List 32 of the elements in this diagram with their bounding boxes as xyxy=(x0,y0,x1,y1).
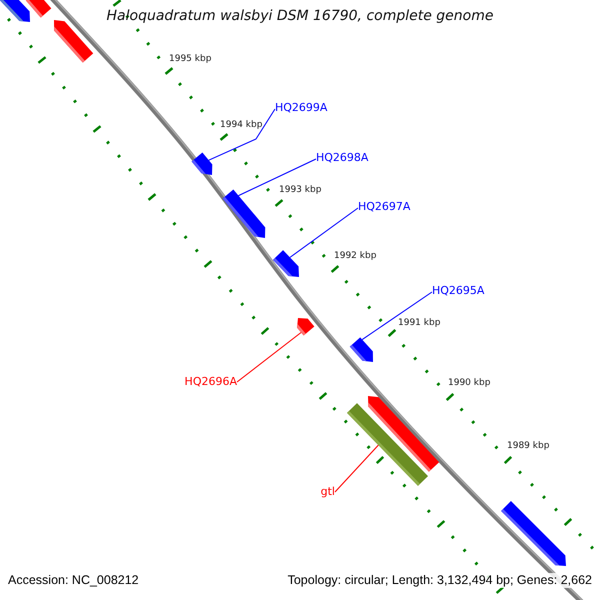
footer-text: Accession: NC_008212 xyxy=(8,573,139,588)
scale-label: 1993 kbp xyxy=(279,185,322,196)
footer-text: Topology: circular; Length: 3,132,494 bp; Genes: 2,662 xyxy=(288,573,592,588)
scale-label: 1995 kbp xyxy=(169,54,212,65)
gene-feature xyxy=(297,318,314,336)
scale-label: 1994 kbp xyxy=(220,120,262,131)
gene-feature xyxy=(501,501,566,566)
gene-feature xyxy=(192,152,212,175)
gene-label: HQ2697A xyxy=(358,200,410,214)
gene-feature xyxy=(0,0,30,22)
gene-label: HQ2695A xyxy=(432,284,484,298)
gene-feature xyxy=(222,190,266,238)
gene-label: HQ2699A xyxy=(275,101,328,114)
scale-label: 1991 kbp xyxy=(398,318,440,329)
leader-line xyxy=(238,158,316,196)
leader-line xyxy=(289,208,358,258)
scale-label: 1990 kbp xyxy=(448,378,490,389)
gene-feature xyxy=(272,250,299,277)
scale-label: 1992 kbp xyxy=(334,251,376,262)
gene-label: HQ2696A xyxy=(184,375,237,388)
title: Haloquadratum walsbyi DSM 16790, complete genome xyxy=(106,8,494,25)
leader-line xyxy=(334,444,379,492)
gene-bar xyxy=(346,403,428,486)
leader-line xyxy=(362,292,432,340)
gene-label: gtl xyxy=(320,485,335,498)
leader-line xyxy=(236,332,302,382)
gene-feature xyxy=(350,337,373,362)
gene-feature xyxy=(26,0,52,18)
scale-label: 1989 kbp xyxy=(507,441,550,452)
gene-label: HQ2698A xyxy=(316,151,368,164)
gene-feature xyxy=(54,20,94,63)
leader-line xyxy=(208,108,276,161)
